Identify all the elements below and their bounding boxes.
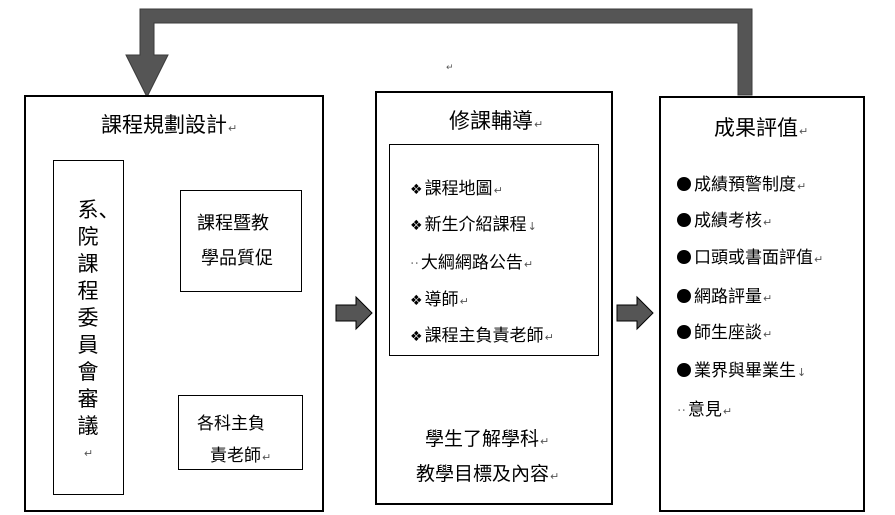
guidance-list-box [389,144,599,356]
guidance-outcome-line2: 教學目標及內容↵ [416,463,560,485]
committee-text: 系、院課程委員會審議 ↵ [77,198,120,460]
guidance-item-4: ❖導師↵ [410,290,469,310]
course-guidance-title: 修課輔導↵ [449,109,544,133]
evaluation-item-4: 網路評量↵ [677,282,772,307]
guidance-item-2: ❖新生介紹課程↓ [410,215,537,235]
evaluation-title: 成果評值↵ [714,116,809,140]
right-arrow-2 [616,295,654,331]
svg-text:↵: ↵ [446,63,454,73]
guidance-item-5: ❖課程主負責老師↵ [410,326,554,346]
committee-box [53,160,124,495]
evaluation-item-1: 成績預警制度↵ [677,170,806,195]
guidance-outcome-line1: 學生了解學科↵ [425,428,550,450]
course-planning-title: 課程規劃設計↵ [101,113,238,137]
evaluation-panel [659,96,865,512]
subject-teacher-box [178,395,303,470]
feedback-loop-arrow [125,8,753,99]
quality-promotion-box [180,190,302,292]
committee-label: 系、院課程委員會審議 [77,198,120,438]
guidance-item-1: ❖課程地圖↵ [410,179,503,199]
evaluation-item-2: 成績考核↵ [677,206,772,231]
subject-teacher-line1: 各科主負 [197,414,265,434]
quality-promotion-line1: 課程暨教 [197,213,269,234]
evaluation-item-3: 口頭或書面評值↵ [677,243,823,268]
quality-promotion-line2: 學品質促 [201,248,273,269]
right-arrow-1 [335,295,373,331]
evaluation-item-6: 業界與畢業生↓ [677,356,806,381]
subject-teacher-line2: 責老師↵ [210,446,272,466]
evaluation-item-7: ··意見↵ [677,400,733,420]
evaluation-item-5: 師生座談↵ [677,318,772,343]
guidance-item-3: ··大綱網路公告↵ [410,253,534,273]
